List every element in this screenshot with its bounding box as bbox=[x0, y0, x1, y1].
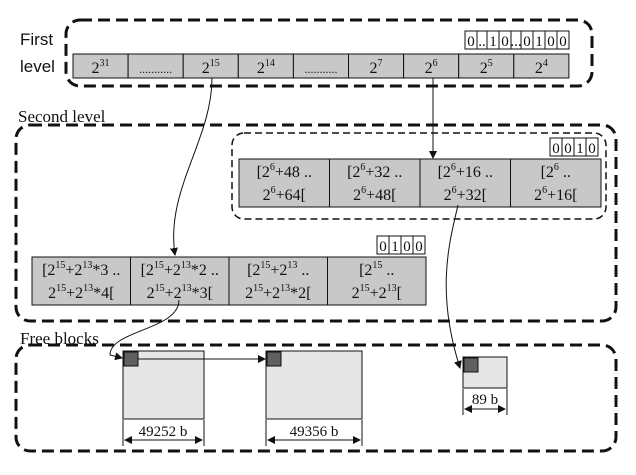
sl-up-bit-1-label: 0 bbox=[564, 141, 572, 157]
free-block-2-header bbox=[266, 351, 282, 367]
sl-up-cell-3-line1: [26 .. bbox=[541, 162, 571, 181]
fl-cell-8-label: 24 bbox=[535, 58, 548, 77]
second-level-lower-row: [215+213*3 .. 215+213*4[ [215+213*2 .. 215+… bbox=[31, 256, 427, 306]
free-block-1-size: 49252 b bbox=[139, 424, 188, 440]
sl-lo-bit-0-label: 0 bbox=[379, 239, 387, 255]
fl-cell-2-label: 215 bbox=[202, 58, 220, 77]
fl-bit-6-label: 1 bbox=[535, 34, 543, 50]
sl-lo-cell-2 bbox=[228, 256, 328, 306]
fl-cell-5-label: 27 bbox=[370, 58, 383, 77]
sl-up-cell-0-line1: [26+48 .. bbox=[257, 162, 312, 181]
second-level-upper-frame bbox=[231, 132, 607, 220]
fl-cell-5 bbox=[348, 53, 405, 79]
first-level-label-line2: level bbox=[20, 57, 55, 76]
free-block-3-size: 89 b bbox=[472, 392, 498, 408]
free-block-3: 89 b bbox=[462, 356, 508, 415]
fl-bit-1-label: .. bbox=[478, 34, 486, 50]
fl-bit-4-label: ... bbox=[510, 34, 521, 50]
fl-bit-5-label: 0 bbox=[523, 34, 531, 50]
free-blocks-label: Free blocks bbox=[20, 329, 99, 348]
sl-up-bit-3 bbox=[585, 137, 599, 157]
second-level-upper-row: [26+48 .. 26+64[ [26+32 .. 26+48[ [26+16 .. 2… bbox=[238, 158, 602, 208]
sl-up-cell-2 bbox=[419, 158, 511, 208]
pointer-fl-2-15-to-sl-lower bbox=[169, 77, 213, 256]
sl-up-bit-0-label: 0 bbox=[552, 141, 560, 157]
fl-cell-4 bbox=[292, 53, 349, 79]
sl-lo-cell-2-line1: [215+213 .. bbox=[247, 260, 309, 279]
sl-up-cell-1-line1: [26+32 .. bbox=[347, 162, 402, 181]
fl-cell-4-label: ........... bbox=[304, 62, 337, 76]
sl-lo-cell-0-line1: [215+213*3 .. bbox=[42, 260, 120, 279]
sl-up-cell-1-line2: 26+48[ bbox=[353, 185, 396, 204]
free-block-2-body bbox=[265, 350, 363, 420]
sl-up-cell-3 bbox=[510, 158, 602, 208]
sl-lo-cell-0-line2: 215+213*4[ bbox=[48, 283, 114, 302]
second-level-label: Second level bbox=[18, 107, 106, 126]
second-level-frame bbox=[14, 123, 618, 323]
fl-cell-1 bbox=[127, 53, 184, 79]
sl-lo-cell-3-line1: [215 .. bbox=[359, 260, 394, 279]
free-block-1-header bbox=[123, 351, 139, 367]
sl-lo-cell-1 bbox=[130, 256, 230, 306]
first-level-label-line1: First bbox=[20, 30, 53, 49]
sl-up-bit-3-label: 0 bbox=[588, 141, 596, 157]
fl-bit-2-label: 1 bbox=[489, 34, 497, 50]
fl-cell-6 bbox=[403, 53, 460, 79]
fl-cell-7 bbox=[458, 53, 515, 79]
fl-cell-8 bbox=[513, 53, 570, 79]
sl-lo-cell-3 bbox=[327, 256, 427, 306]
sl-up-cell-0 bbox=[238, 158, 330, 208]
fl-cell-0 bbox=[72, 53, 129, 79]
sl-up-cell-1 bbox=[329, 158, 421, 208]
sl-lo-bit-3 bbox=[412, 235, 426, 255]
sl-lo-bit-2-label: 0 bbox=[403, 239, 411, 255]
fl-bit-0-label: 0 bbox=[467, 34, 475, 50]
fl-bit-3-label: 0 bbox=[501, 34, 509, 50]
pointer-sl-upper-to-free-block-3 bbox=[445, 204, 462, 369]
free-blocks-frame bbox=[14, 343, 618, 453]
free-block-1: 49252 b bbox=[122, 350, 205, 446]
fl-cell-0-label: 231 bbox=[92, 58, 110, 77]
fl-cell-7-label: 25 bbox=[480, 58, 493, 77]
fl-bit-7-label: 0 bbox=[547, 34, 555, 50]
fl-cell-3-label: 214 bbox=[257, 58, 275, 77]
fl-cell-3 bbox=[237, 53, 294, 79]
sl-up-cell-0-line2: 26+64[ bbox=[263, 185, 306, 204]
sl-lo-bit-1-label: 1 bbox=[391, 239, 399, 255]
free-block-2-size: 49356 b bbox=[290, 424, 339, 440]
sl-up-cell-3-line2: 26+16[ bbox=[534, 185, 577, 204]
sl-up-cell-2-line1: [26+16 .. bbox=[438, 162, 493, 181]
sl-lo-cell-3-line2: 215+213[ bbox=[352, 283, 402, 302]
first-level-row: 231........... 215 214........... 27 26 25 24 bbox=[72, 53, 570, 79]
free-block-2: 49356 b bbox=[265, 350, 363, 446]
fl-bit-8 bbox=[556, 30, 570, 50]
sl-up-bit-2-label: 1 bbox=[576, 141, 584, 157]
sl-lo-cell-2-line2: 215+213*2[ bbox=[245, 283, 311, 302]
free-block-3-header bbox=[463, 357, 479, 373]
first-level-frame bbox=[64, 18, 594, 88]
sl-lo-bit-3-label: 0 bbox=[415, 239, 423, 255]
pointer-sl-lower-to-free-block-1 bbox=[109, 299, 180, 361]
fl-bit-8-label: 0 bbox=[559, 34, 567, 50]
fl-cell-1-label: ........... bbox=[139, 62, 172, 76]
sl-lo-cell-1-line1: [215+213*2 .. bbox=[141, 260, 219, 279]
sl-up-cell-2-line2: 26+32[ bbox=[444, 185, 487, 204]
sl-lo-cell-1-line2: 215+213*3[ bbox=[147, 283, 213, 302]
fl-cell-6-label: 26 bbox=[425, 58, 438, 77]
fl-cell-2 bbox=[182, 53, 239, 79]
